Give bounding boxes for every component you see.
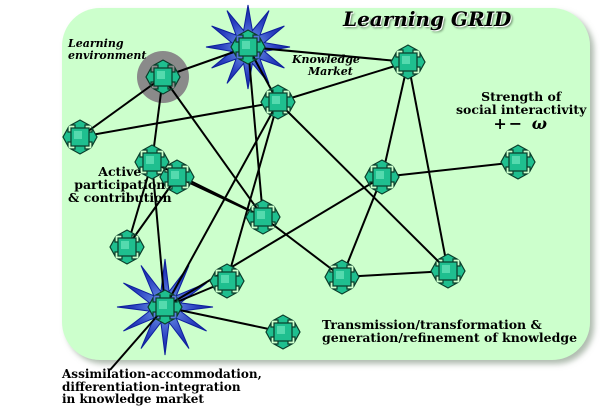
node-highlight — [277, 326, 285, 334]
edge-n15-n16 — [164, 306, 284, 333]
assimilation-pointer-line — [109, 306, 166, 371]
node-highlight — [336, 271, 344, 279]
active-label-line2: participation — [74, 177, 166, 193]
edge-n1-n3 — [247, 46, 409, 63]
node-highlight — [121, 241, 129, 249]
grid-node-n16 — [265, 314, 301, 350]
grid-node-n6 — [134, 144, 170, 180]
active-participation-label: Active participation & contribution — [68, 164, 172, 206]
grid-node-n5 — [62, 119, 98, 155]
node-highlight — [159, 301, 167, 309]
node-highlight — [257, 211, 265, 219]
grid-node-n10 — [245, 199, 281, 235]
grid-node-n11 — [109, 229, 145, 265]
grid-node-n1 — [230, 29, 266, 65]
edge-n12-n13 — [341, 270, 449, 278]
grid-node-n15 — [147, 289, 183, 325]
edge-n4-n14 — [226, 101, 279, 282]
edge-n3-n13 — [407, 61, 449, 272]
assimilation-label-line1: Assimilation-accommodation, — [62, 367, 262, 381]
node-highlight — [146, 156, 154, 164]
assimilation-label-line3: in knowledge market — [62, 392, 204, 407]
edge-n1-n10 — [247, 46, 264, 218]
edge-n2-n10 — [162, 76, 264, 218]
assimilation-label: Assimilation-accommodation, differentiat… — [62, 368, 262, 406]
grid-node-n2 — [145, 59, 181, 95]
grid-node-n9 — [500, 144, 536, 180]
edge-n6-n15 — [151, 161, 166, 308]
strength-symbols: +− ω — [493, 114, 549, 134]
node-highlight — [157, 71, 165, 79]
active-label-line1: Active — [98, 164, 142, 179]
node-highlight — [171, 171, 179, 179]
learning-environment-label-line1: Learning — [68, 37, 124, 50]
grid-node-n3 — [390, 44, 426, 80]
edge-n3-n8 — [381, 61, 409, 178]
transmission-label: Transmission/transformation & generation… — [322, 318, 577, 344]
edge-n4-n5 — [79, 101, 279, 138]
knowledge-market-label: Knowledge Market — [292, 54, 360, 77]
strength-label-line1: Strength of — [481, 89, 562, 104]
node-highlight — [442, 265, 450, 273]
node-highlight — [74, 131, 82, 139]
transmission-label-line2: generation/refinement of knowledge — [322, 330, 578, 346]
assimilation-label-line2: differentiation-integration — [62, 379, 241, 394]
diagram-title: Learning GRID — [343, 7, 512, 31]
grid-node-n14 — [209, 263, 245, 299]
grid-node-n13 — [430, 253, 466, 289]
node-highlight — [221, 275, 229, 283]
knowledge-market-label-line1: Knowledge — [292, 53, 360, 66]
learning-environment-label: Learning environment — [68, 38, 146, 61]
edge-n7-n10 — [176, 176, 264, 218]
grid-node-n7 — [159, 159, 195, 195]
edge-n10-n12 — [262, 216, 343, 278]
edge-n4-n3 — [277, 61, 409, 103]
node-highlight — [242, 41, 250, 49]
node-highlight — [376, 171, 384, 179]
edge-n8-n12 — [341, 176, 383, 278]
edge-n8-n9 — [381, 161, 519, 178]
node-highlight — [402, 56, 410, 64]
knowledge-market-label-line2: Market — [308, 64, 353, 78]
edge-n8-n15 — [164, 176, 383, 308]
grid-node-n12 — [324, 259, 360, 295]
grid-node-n8 — [364, 159, 400, 195]
edge-n4-n15 — [164, 101, 279, 308]
node-highlight — [512, 156, 520, 164]
grid-node-n4 — [260, 84, 296, 120]
active-label-line3: & contribution — [68, 190, 172, 206]
edge-n4-n13 — [277, 101, 449, 272]
strength-label: Strength of social interactivity +− ω — [456, 90, 586, 133]
learning-environment-label-line2: environment — [68, 48, 147, 62]
strength-label-line2: social interactivity — [456, 102, 587, 118]
edge-n2-n5 — [79, 76, 164, 138]
node-highlight — [272, 96, 280, 104]
transmission-label-line1: Transmission/transformation & — [322, 317, 542, 332]
